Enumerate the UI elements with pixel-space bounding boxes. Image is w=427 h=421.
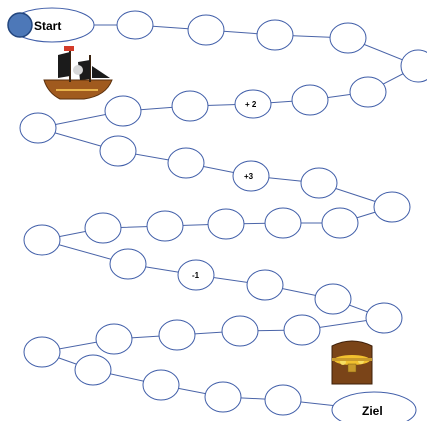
board-field[interactable] <box>329 22 367 54</box>
board-field-minus-one[interactable] <box>177 259 215 291</box>
board-field[interactable] <box>146 210 184 242</box>
board-field[interactable] <box>187 14 225 46</box>
board-field[interactable] <box>207 208 245 240</box>
treasure-chest-icon <box>331 340 373 385</box>
board-field[interactable] <box>314 283 352 315</box>
board-field[interactable] <box>167 147 205 179</box>
plus-two-label: + 2 <box>245 100 257 109</box>
board-field[interactable] <box>221 315 259 347</box>
player-token[interactable] <box>7 12 33 38</box>
board-field[interactable] <box>142 369 180 401</box>
board-field[interactable] <box>171 90 209 122</box>
pirate-ship-icon <box>43 46 113 100</box>
goal-field[interactable] <box>331 391 417 421</box>
board-field[interactable] <box>246 269 284 301</box>
board-field[interactable] <box>365 302 403 334</box>
board-field[interactable] <box>158 319 196 351</box>
board-field[interactable] <box>23 224 61 256</box>
board-field[interactable] <box>256 19 294 51</box>
board-field[interactable] <box>104 95 142 127</box>
board-field[interactable] <box>264 207 302 239</box>
board-field[interactable] <box>23 336 61 368</box>
board-field[interactable] <box>321 207 359 239</box>
board-field[interactable] <box>116 10 154 40</box>
board-field[interactable] <box>204 381 242 413</box>
board-field[interactable] <box>300 167 338 199</box>
board-field[interactable] <box>74 354 112 386</box>
board-field[interactable] <box>373 191 411 223</box>
board-field[interactable] <box>84 212 122 244</box>
plus-three-label: +3 <box>244 172 254 181</box>
board-field[interactable] <box>109 248 147 280</box>
board-field[interactable] <box>264 384 302 416</box>
board-field-plus-two[interactable] <box>234 89 272 119</box>
board-field-plus-three[interactable] <box>232 160 270 192</box>
board-field[interactable] <box>19 112 57 144</box>
goal-label: Ziel <box>362 404 383 418</box>
board-field[interactable] <box>283 314 321 346</box>
start-label: Start <box>34 19 61 33</box>
board-field[interactable] <box>400 49 427 83</box>
board-field[interactable] <box>349 76 387 108</box>
board-field[interactable] <box>291 84 329 116</box>
board-field[interactable] <box>99 135 137 167</box>
minus-one-label: -1 <box>192 271 200 280</box>
board-field[interactable] <box>95 323 133 355</box>
